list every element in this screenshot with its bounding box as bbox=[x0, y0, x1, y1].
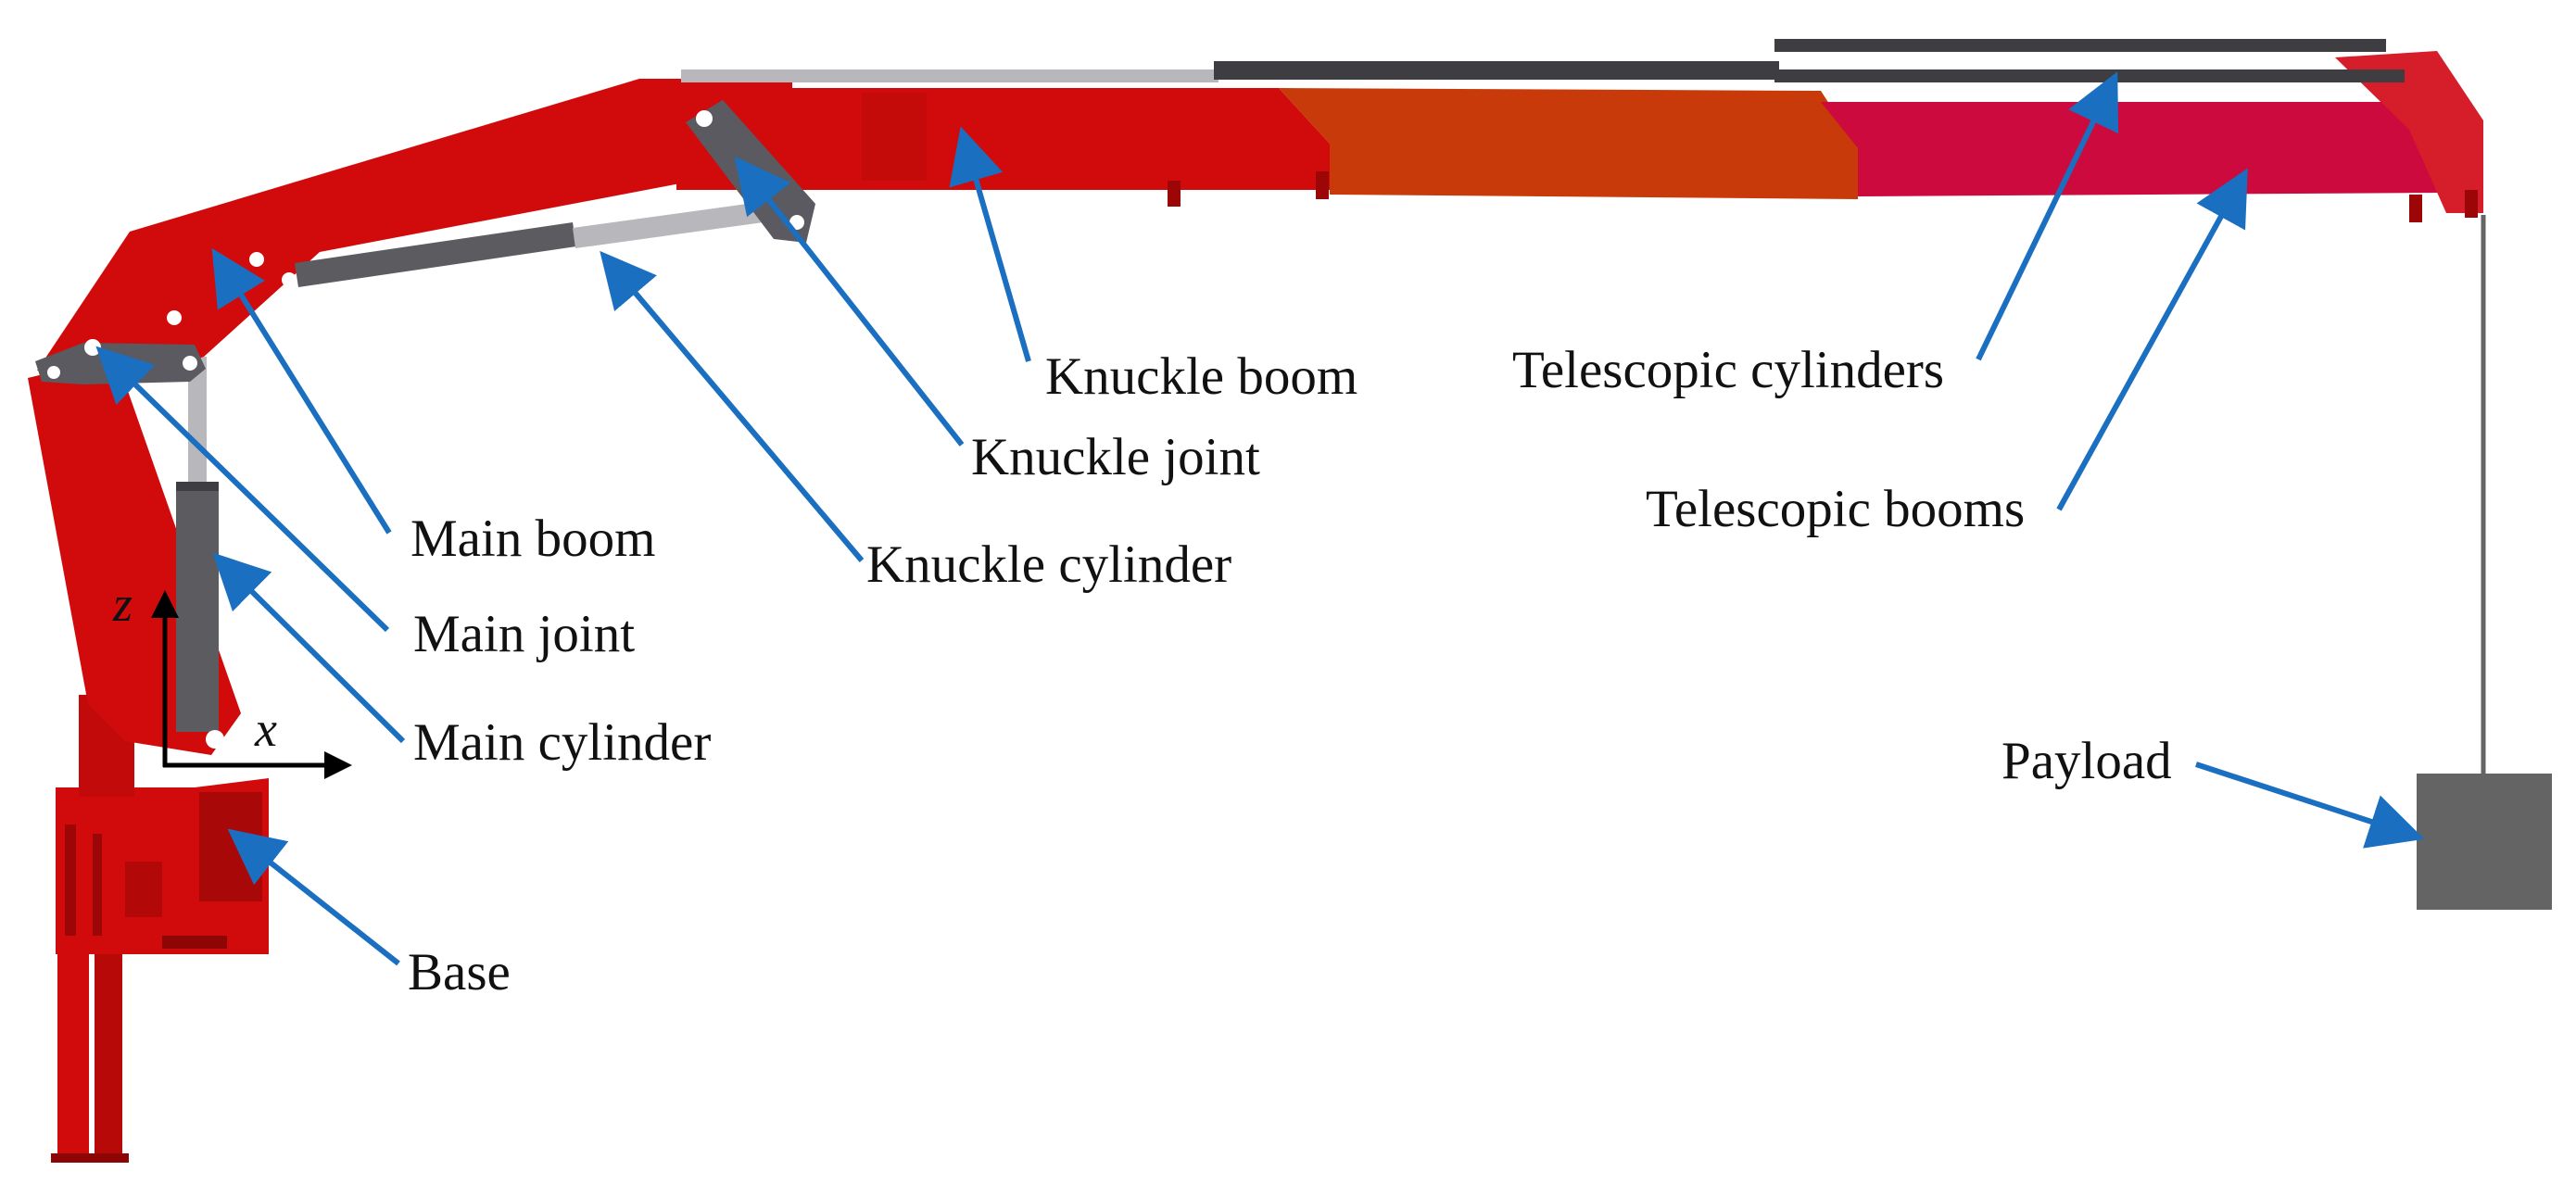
base bbox=[56, 695, 269, 954]
label-telescopic-cylinders: Telescopic cylinders bbox=[1512, 341, 1944, 399]
telescopic-booms bbox=[1279, 51, 2483, 222]
leader-main-boom bbox=[211, 247, 392, 535]
label-payload: Payload bbox=[2001, 732, 2172, 790]
base-pedestal bbox=[51, 945, 129, 1163]
z-axis-label: z bbox=[112, 576, 133, 632]
leader-base bbox=[227, 828, 400, 966]
telescopic-cylinders bbox=[681, 39, 2405, 82]
main-cylinder bbox=[176, 357, 219, 732]
leader-knuckle-cylinder bbox=[600, 250, 865, 562]
labels: Base Main cylinder Main joint Main boom … bbox=[408, 341, 2172, 1001]
leader-telescopic-booms bbox=[2056, 168, 2248, 511]
label-knuckle-cylinder: Knuckle cylinder bbox=[866, 535, 1231, 594]
label-telescopic-booms: Telescopic booms bbox=[1646, 480, 2025, 538]
leader-knuckle-joint bbox=[734, 156, 965, 447]
leader-main-joint bbox=[95, 346, 390, 633]
label-main-cylinder: Main cylinder bbox=[413, 713, 711, 772]
crane-model bbox=[28, 39, 2552, 1163]
label-knuckle-boom: Knuckle boom bbox=[1045, 347, 1357, 406]
leader-knuckle-boom bbox=[949, 126, 1031, 362]
leader-lines bbox=[95, 71, 2425, 966]
label-main-joint: Main joint bbox=[413, 605, 635, 663]
label-main-boom: Main boom bbox=[410, 510, 655, 568]
label-knuckle-joint: Knuckle joint bbox=[971, 428, 1260, 486]
coordinate-axes: z x bbox=[112, 576, 352, 779]
knuckle-boom bbox=[676, 88, 1330, 207]
leader-main-cylinder bbox=[212, 552, 406, 744]
payload-block bbox=[2417, 774, 2552, 910]
label-base: Base bbox=[408, 943, 511, 1001]
leader-payload bbox=[2195, 762, 2425, 849]
x-axis-label: x bbox=[254, 701, 277, 757]
leader-telescopic-cylinders bbox=[1976, 71, 2119, 361]
